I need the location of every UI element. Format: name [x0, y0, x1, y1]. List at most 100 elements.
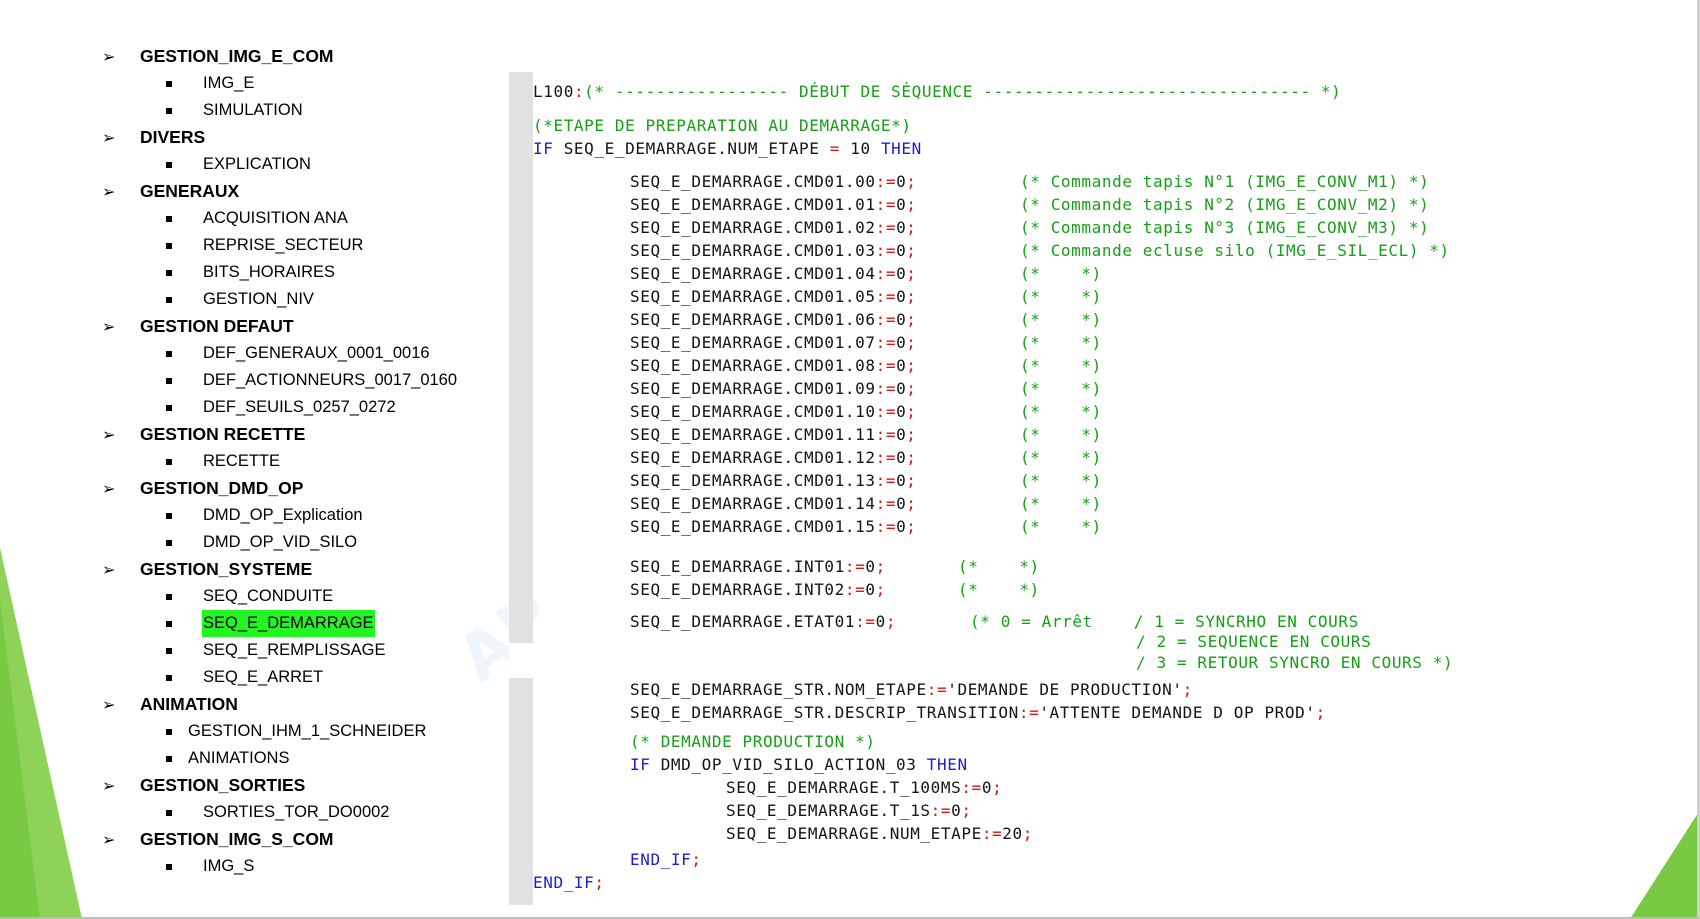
outline-item-img-e[interactable]: IMG_E [166, 70, 255, 97]
code-line-cmd: SEQ_E_DEMARRAGE.CMD01.04:=0; [630, 263, 917, 285]
code-semicolon: ; [885, 612, 897, 631]
code-comment-etat-1: (* 0 = Arrêt / 1 = SYNCRHO EN COURS [970, 611, 1359, 633]
code-text: SEQ_E_DEMARRAGE.CMD01.09 [630, 379, 876, 398]
code-text: SEQ_E_DEMARRAGE.NUM_ETAPE [553, 139, 830, 158]
code-text: SEQ_E_DEMARRAGE.INT02 [630, 580, 845, 599]
outline-item-img-s[interactable]: IMG_S [166, 853, 255, 880]
outline-item-reprise-secteur[interactable]: REPRISE_SECTEUR [166, 232, 364, 259]
outline-group-label: GESTION_DMD_OP [140, 478, 304, 498]
code-value: 0 [896, 425, 907, 444]
code-operator: := [961, 778, 982, 797]
outline-item-label: DMD_OP_Explication [203, 506, 363, 524]
code-comment-int: (* *) [958, 556, 1040, 578]
square-bullet-icon [166, 755, 172, 762]
code-comment-cmd: (* *) [1020, 493, 1102, 515]
square-bullet-icon [166, 107, 172, 114]
code-value: 0 [896, 264, 907, 283]
code-line-int: SEQ_E_DEMARRAGE.INT02:=0; [630, 579, 886, 601]
outline-item-def-generaux[interactable]: DEF_GENERAUX_0001_0016 [166, 340, 431, 367]
outline-item-seq-e-arret[interactable]: SEQ_E_ARRET [166, 664, 324, 691]
code-semicolon: ; [875, 557, 886, 576]
outline-group-generaux[interactable]: ➢ GENERAUX [102, 178, 239, 205]
outline-item-label: SEQ_E_ARRET [203, 668, 324, 686]
outline-item-seq-conduite[interactable]: SEQ_CONDUITE [166, 583, 334, 610]
code-text: SEQ_E_DEMARRAGE.CMD01.03 [630, 241, 876, 260]
code-operator: := [875, 494, 897, 513]
outline-item-gestion-ihm[interactable]: GESTION_IHM_1_SCHNEIDER [166, 718, 427, 745]
outline-item-seq-e-demarrage[interactable]: SEQ_E_DEMARRAGE [166, 610, 375, 637]
code-string: 'DEMANDE DE PRODUCTION' [947, 680, 1183, 699]
code-operator: := [875, 310, 897, 329]
code-line-cmd: SEQ_E_DEMARRAGE.CMD01.10:=0; [630, 401, 917, 423]
code-line-etat: SEQ_E_DEMARRAGE.ETAT01:=0; [630, 611, 896, 633]
outline-item-label-selected: SEQ_E_DEMARRAGE [202, 610, 375, 637]
code-comment-cmd: (* *) [1020, 424, 1102, 446]
code-comment: (* *) [1020, 517, 1102, 536]
code-value: 0 [896, 195, 907, 214]
code-comment-cmd: (* *) [1020, 332, 1102, 354]
code-semicolon: ; [906, 287, 917, 306]
outline-item-dmd-op-vid-silo[interactable]: DMD_OP_VID_SILO [166, 529, 358, 556]
outline-item-seq-e-remplissage[interactable]: SEQ_E_REMPLISSAGE [166, 637, 387, 664]
code-value: 0 [896, 333, 907, 352]
outline-group-gestion-defaut[interactable]: ➢ GESTION DEFAUT [102, 313, 294, 340]
code-comment-etat-3: / 3 = RETOUR SYNCRO EN COURS *) [1136, 652, 1453, 674]
code-label: L100 [533, 82, 574, 101]
code-line-cmd: SEQ_E_DEMARRAGE.CMD01.15:=0; [630, 516, 917, 538]
square-bullet-icon [166, 728, 172, 735]
code-value: 10 [840, 139, 881, 158]
code-text: SEQ_E_DEMARRAGE.CMD01.15 [630, 517, 876, 536]
code-comment: (* *) [1020, 471, 1102, 490]
code-semicolon: ; [906, 172, 917, 191]
outline-item-acquisition-ana[interactable]: ACQUISITION ANA [166, 205, 349, 232]
code-semicolon: ; [906, 241, 917, 260]
outline-item-simulation[interactable]: SIMULATION [166, 97, 304, 124]
code-value: 0 [896, 287, 907, 306]
arrow-bullet-icon: ➢ [102, 776, 116, 795]
outline-item-sorties-tor[interactable]: SORTIES_TOR_DO0002 [166, 799, 390, 826]
slide-frame-bottom [0, 917, 1700, 919]
code-comment-cmd: (* *) [1020, 309, 1102, 331]
outline-group-gestion-img-e-com[interactable]: ➢ GESTION_IMG_E_COM [102, 43, 334, 70]
outline-item-explication[interactable]: EXPLICATION [166, 151, 312, 178]
code-operator: := [926, 680, 948, 699]
square-bullet-icon [166, 620, 172, 627]
square-bullet-icon [166, 539, 172, 546]
code-comment-cmd: (* *) [1020, 401, 1102, 423]
outline-group-gestion-systeme[interactable]: ➢ GESTION_SYSTEME [102, 556, 312, 583]
code-operator: := [875, 172, 897, 191]
code-operator: := [981, 824, 1003, 843]
code-semicolon: ; [1315, 703, 1326, 722]
code-operator: := [875, 471, 897, 490]
square-bullet-icon [166, 350, 172, 357]
outline-item-animations[interactable]: ANIMATIONS [166, 745, 290, 772]
code-comment-cmd: (* *) [1020, 516, 1102, 538]
code-operator: := [1018, 703, 1040, 722]
outline-group-gestion-img-s-com[interactable]: ➢ GESTION_IMG_S_COM [102, 826, 334, 853]
outline-item-def-seuils[interactable]: DEF_SEUILS_0257_0272 [166, 394, 397, 421]
outline-group-divers[interactable]: ➢ DIVERS [102, 124, 205, 151]
code-value: 0 [896, 241, 907, 260]
outline-item-label: ANIMATIONS [188, 749, 290, 767]
outline-group-animation[interactable]: ➢ ANIMATION [102, 691, 238, 718]
code-comment: (* *) [958, 557, 1040, 576]
code-operator: := [875, 287, 897, 306]
outline-item-label: ACQUISITION ANA [203, 209, 348, 227]
code-comment-cmd: (* *) [1020, 447, 1102, 469]
outline-item-dmd-op-explication[interactable]: DMD_OP_Explication [166, 502, 364, 529]
code-comment-cmd: (* *) [1020, 286, 1102, 308]
square-bullet-icon [166, 80, 172, 87]
outline-item-def-actionneurs[interactable]: DEF_ACTIONNEURS_0017_0160 [166, 367, 458, 394]
outline-group-gestion-sorties[interactable]: ➢ GESTION_SORTIES [102, 772, 305, 799]
code-comment: (* *) [1020, 356, 1102, 375]
outline-item-gestion-niv[interactable]: GESTION_NIV [166, 286, 315, 313]
code-line-cmd: SEQ_E_DEMARRAGE.CMD01.08:=0; [630, 355, 917, 377]
outline-item-bits-horaires[interactable]: BITS_HORAIRES [166, 259, 336, 286]
outline-item-recette[interactable]: RECETTE [166, 448, 281, 475]
code-value: 20 [1002, 824, 1023, 843]
code-semicolon: ; [906, 425, 917, 444]
code-line-cmd: SEQ_E_DEMARRAGE.CMD01.05:=0; [630, 286, 917, 308]
outline-group-gestion-dmd-op[interactable]: ➢ GESTION_DMD_OP [102, 475, 303, 502]
outline-group-gestion-recette[interactable]: ➢ GESTION RECETTE [102, 421, 305, 448]
